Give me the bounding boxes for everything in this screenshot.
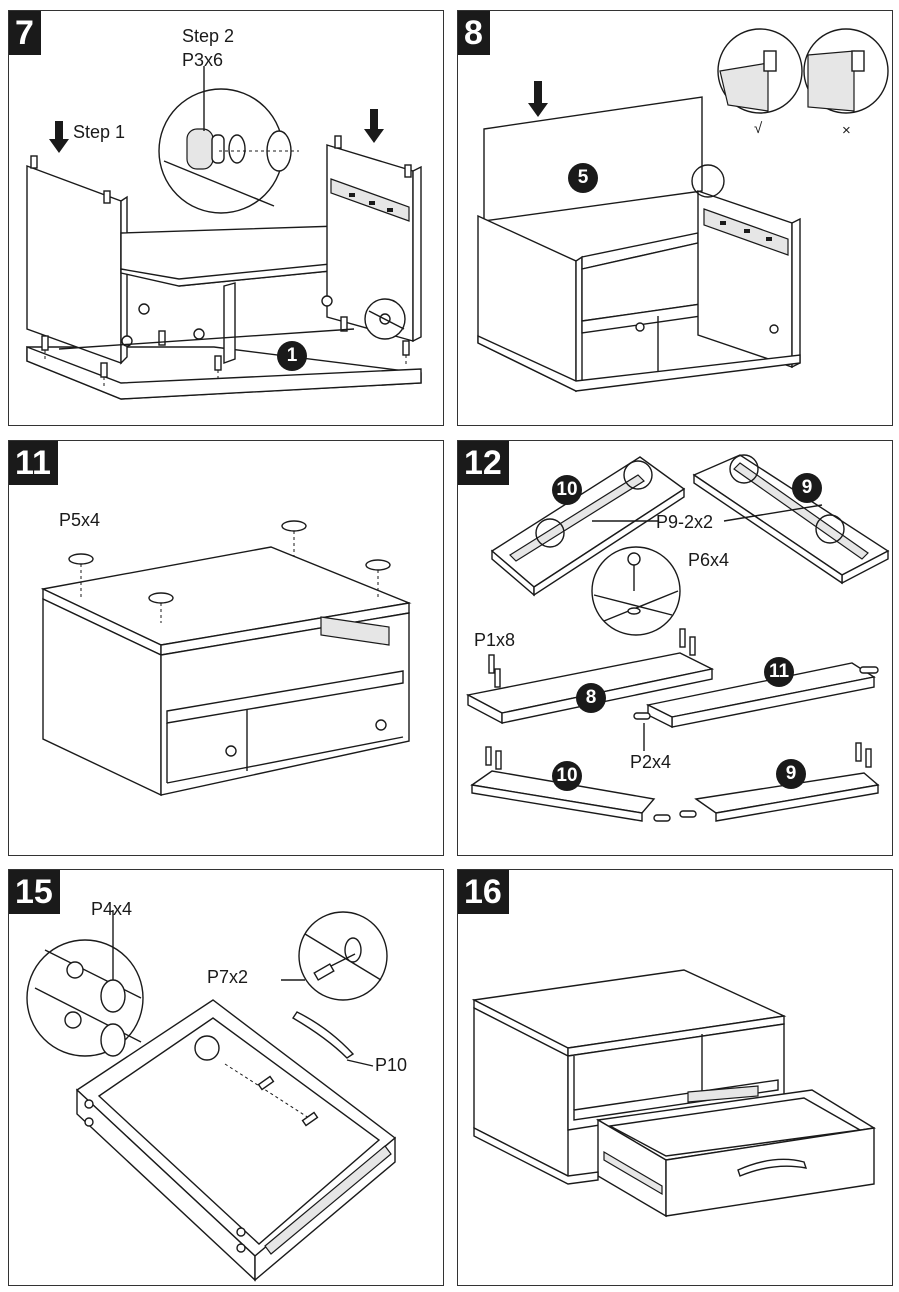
step2-label: Step 2: [182, 26, 235, 46]
part-label-p4x4: P4x4: [91, 899, 133, 919]
correct-mark: √: [754, 120, 763, 137]
badge-rail-right: 9: [792, 473, 822, 503]
badge-side-right: 9: [776, 759, 806, 789]
badge-back-panel: 8: [576, 683, 606, 713]
step-15-panel: 15 P4x4 P7x2 P10: [8, 869, 444, 1286]
step-number: 15: [9, 870, 60, 914]
step-12-illustration: [465, 454, 890, 822]
part-label-p1x8: P1x8: [474, 630, 516, 650]
step-7-panel: 7: [8, 10, 444, 426]
part-label-p3x6: P3x6: [182, 50, 224, 70]
part-label-p9-2x2: P9-2x2: [656, 512, 714, 532]
step-number: 8: [458, 11, 490, 55]
step-number: 11: [9, 441, 58, 485]
part-label-p6x4: P6x4: [688, 550, 730, 570]
step1-label: Step 1: [73, 122, 126, 142]
step-number: 16: [458, 870, 509, 914]
part-number-badge: 1: [277, 341, 307, 371]
step-number: 7: [9, 11, 41, 55]
step-11-illustration: [40, 520, 412, 797]
badge-rail-left: 10: [552, 475, 582, 505]
part-label-p7x2: P7x2: [207, 967, 249, 987]
step-11-panel: 11 P5x4: [8, 440, 444, 856]
part-number-badge: 5: [568, 163, 598, 193]
part-label-p5x4: P5x4: [59, 510, 101, 530]
part-label-p2x4: P2x4: [630, 752, 672, 772]
badge-front-panel: 11: [764, 657, 794, 687]
wrong-mark: ×: [842, 122, 851, 139]
step-8-illustration: [477, 28, 889, 393]
step-number: 12: [458, 441, 509, 485]
step-16-panel: 16: [457, 869, 893, 1286]
badge-side-left: 10: [552, 761, 582, 791]
part-label-p10: P10: [375, 1055, 408, 1075]
step-12-panel: 12: [457, 440, 893, 856]
step-7-illustration: [26, 66, 422, 400]
step-8-panel: 8 5 √ ×: [457, 10, 893, 426]
step-15-illustration: [26, 910, 397, 1282]
step-16-illustration: [471, 969, 876, 1218]
